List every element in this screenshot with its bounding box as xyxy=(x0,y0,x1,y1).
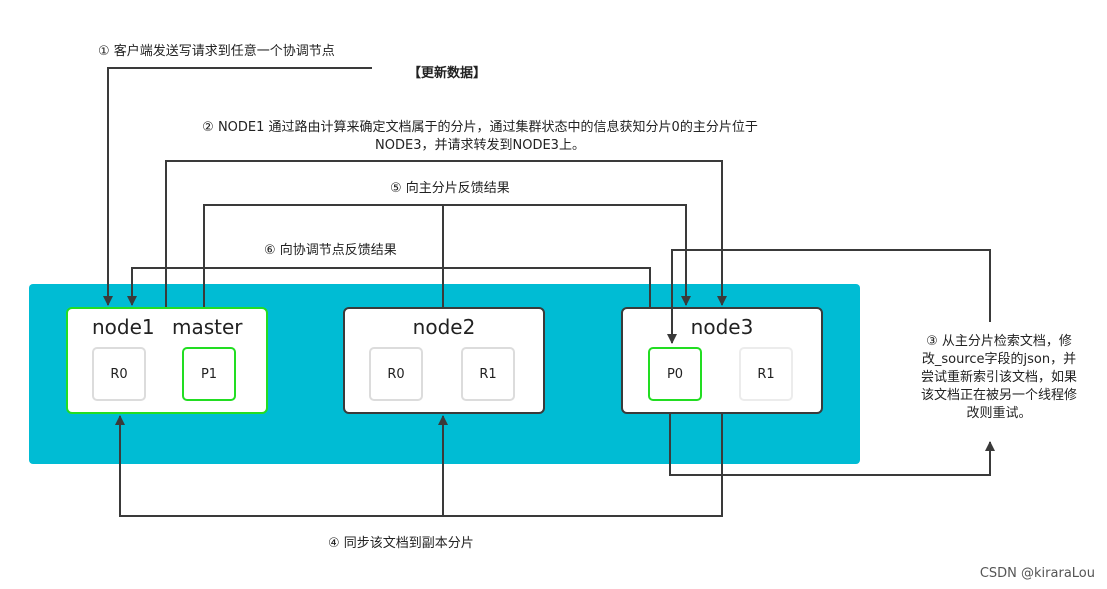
step3-note: ③ 从主分片检索文档，修 改_source字段的json，并 尝试重新索引该文档… xyxy=(896,333,1102,423)
update-data-tag: 【更新数据】 xyxy=(408,66,487,81)
step4-label: ④ 同步该文档到副本分片 xyxy=(328,536,474,551)
arrow-step2 xyxy=(165,160,727,307)
step3-line5: 改则重试。 xyxy=(966,406,1032,421)
node2-shard-r1: R1 xyxy=(461,347,515,401)
step3-line2: 改_source字段的json，并 xyxy=(921,352,1077,367)
arrow-step5 xyxy=(203,204,691,307)
node1-title: node1 xyxy=(92,315,155,339)
node3-shard-r1: R1 xyxy=(739,347,793,401)
node1-role: master xyxy=(172,315,243,339)
step2-label-line1: ② NODE1 通过路由计算来确定文档属于的分片，通过集群状态中的信息获知分片0… xyxy=(202,120,758,135)
node2-shard-r0: R0 xyxy=(369,347,423,401)
step2-label-line2: NODE3，并请求转发到NODE3上。 xyxy=(375,138,585,153)
watermark: CSDN @kiraraLou xyxy=(979,566,1095,581)
step3-line3: 尝试重新索引该文档，如果 xyxy=(920,370,1077,385)
arrow-step6 xyxy=(127,267,651,307)
node3-shard-p0: P0 xyxy=(648,347,702,401)
node1-shard-r0: R0 xyxy=(92,347,146,401)
node2-title: node2 xyxy=(412,315,476,339)
step1-label: ① 客户端发送写请求到任意一个协调节点 xyxy=(98,44,335,59)
step3-line1: ③ 从主分片检索文档，修 xyxy=(926,334,1072,349)
step6-label: ⑥ 向协调节点反馈结果 xyxy=(264,243,397,258)
line-step4 xyxy=(115,414,723,517)
step3-line4: 该文档正在被另一个线程修 xyxy=(920,388,1077,403)
node1-shard-p1: P1 xyxy=(182,347,236,401)
arrow-step3-return xyxy=(667,249,991,344)
arrow-step1 xyxy=(103,67,372,306)
node2-box: node2 R0 R1 xyxy=(343,307,545,414)
step5-label: ⑤ 向主分片反馈结果 xyxy=(390,181,510,196)
arrow-step3-out xyxy=(669,414,995,476)
node3-title: node3 xyxy=(690,315,754,339)
node1-box: node1 master R0 P1 xyxy=(66,307,268,414)
node3-box: node3 P0 R1 xyxy=(621,307,823,414)
